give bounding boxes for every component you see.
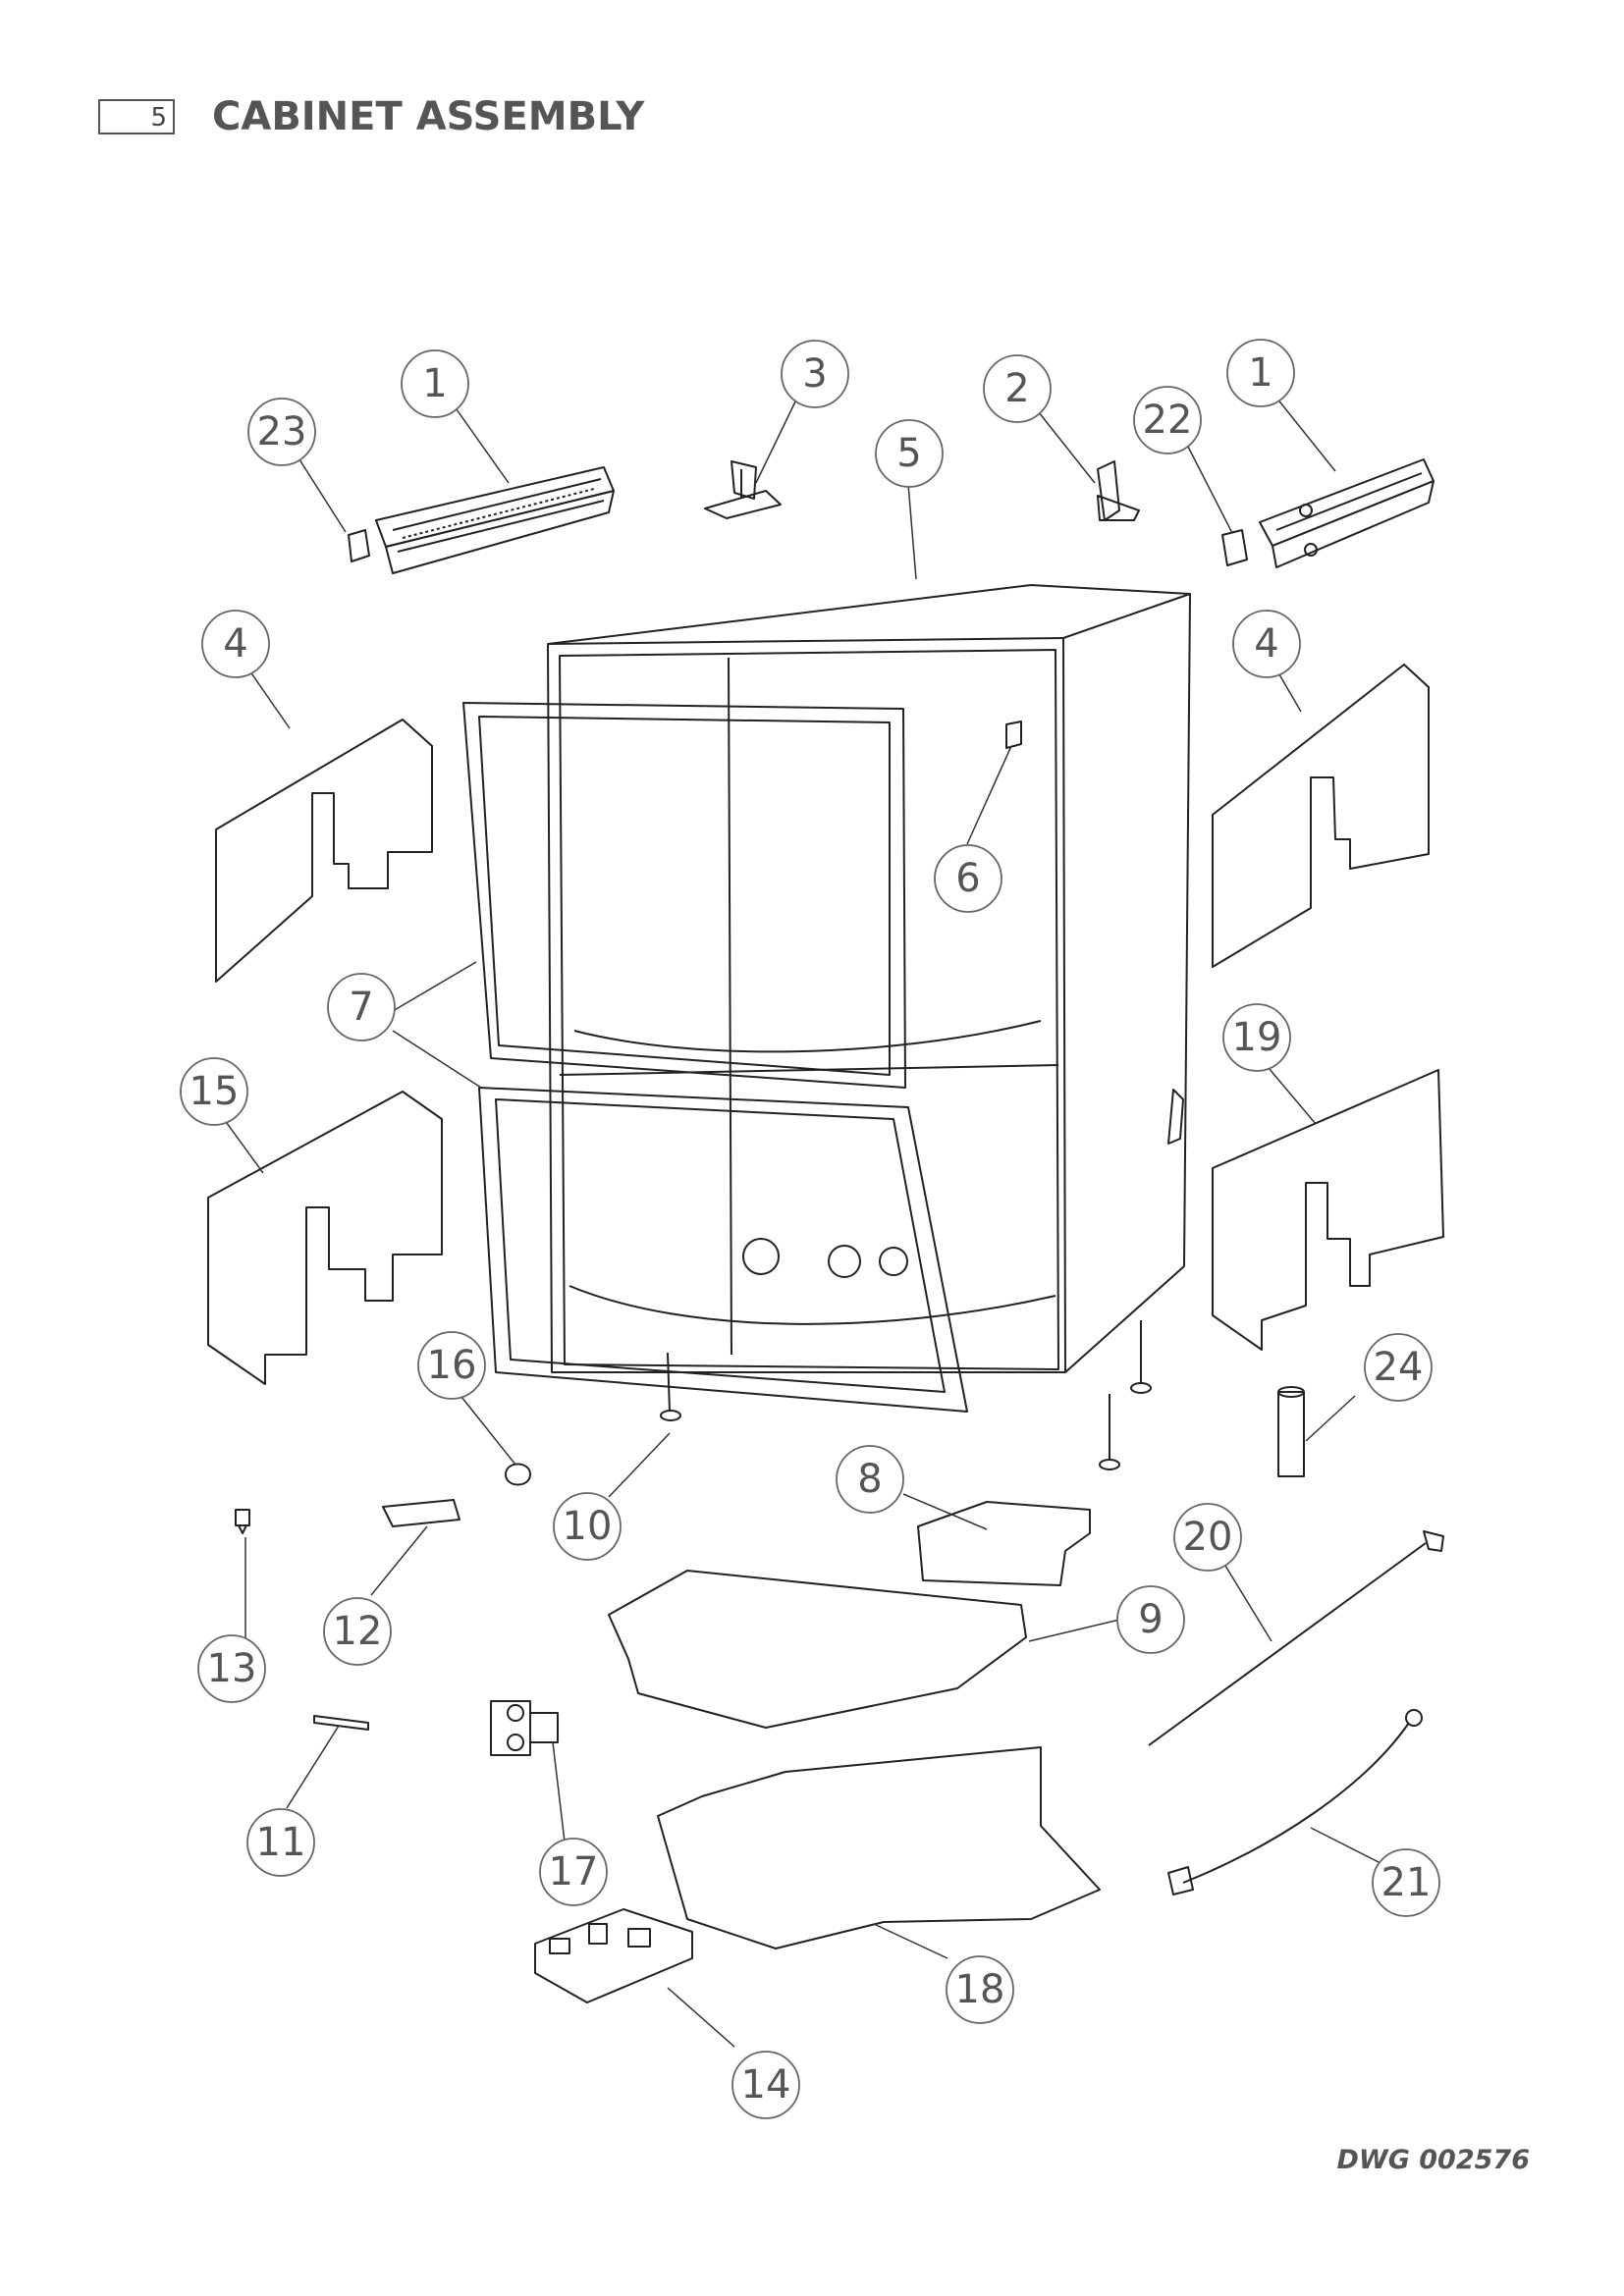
callout-19: 19 [1232, 1015, 1282, 1060]
callout-circle-16 [417, 1331, 486, 1400]
callout-circle-1a [401, 349, 469, 418]
callout-circle-17 [539, 1838, 608, 1906]
callout-3: 3 [802, 351, 827, 397]
callout-circle-3 [781, 340, 849, 408]
part-9-base-cover [608, 1570, 1027, 1729]
callout-7: 7 [349, 985, 373, 1030]
callout-circles [180, 339, 1440, 2119]
part-24-cylinder [1277, 1386, 1305, 1477]
callout-circle-23 [247, 398, 316, 466]
leader-lines [223, 397, 1385, 2048]
callout-circle-15 [180, 1057, 248, 1126]
callout-circle-2 [983, 354, 1052, 423]
part-15-left-side-panel [207, 1091, 443, 1385]
callout-12: 12 [333, 1609, 383, 1654]
callout-circle-14 [731, 2051, 800, 2119]
part-23-end-cap [348, 529, 370, 562]
part-2-hinge [1097, 460, 1140, 521]
callout-6: 6 [955, 856, 980, 901]
callout-9: 9 [1138, 1597, 1163, 1642]
part-13-fastener [235, 1509, 250, 1534]
callout-21: 21 [1381, 1860, 1432, 1905]
part-12-switch [382, 1499, 460, 1527]
part-1-right-runner [1259, 458, 1435, 568]
page-title: CABINET ASSEMBLY [212, 94, 645, 139]
callout-circle-10 [553, 1492, 622, 1561]
part-3-hinge [704, 460, 782, 519]
callout-11: 11 [256, 1820, 306, 1865]
part-19-right-side-panel [1212, 1069, 1444, 1351]
callout-circle-21 [1372, 1848, 1440, 1917]
part-1-left-runner [375, 466, 615, 574]
part-18-base [657, 1746, 1101, 1949]
part-20-power-cable [1148, 1530, 1444, 1746]
callout-circle-5 [875, 419, 944, 488]
callout-circle-8 [836, 1445, 904, 1514]
callout-5: 5 [896, 431, 921, 476]
callout-circle-18 [946, 1955, 1014, 2024]
page-number-box: 5 [98, 99, 175, 134]
part-16-clip [505, 1463, 531, 1486]
callout-circle-19 [1222, 1003, 1291, 1072]
part-11-sensor-bar [313, 1715, 369, 1731]
callout-23: 23 [257, 409, 307, 454]
callout-14: 14 [741, 2062, 791, 2108]
part-4-right-side-panel [1212, 664, 1430, 968]
callout-8: 8 [857, 1457, 882, 1502]
callout-circle-12 [323, 1597, 392, 1666]
callout-4-right: 4 [1254, 621, 1278, 667]
callout-circle-9 [1116, 1585, 1185, 1654]
part-7-front-frames [462, 702, 968, 1413]
part-8-bracket [917, 1501, 1091, 1586]
part-22-end-cap [1221, 529, 1248, 566]
callout-22: 22 [1143, 398, 1193, 443]
callout-circle-11 [246, 1808, 315, 1877]
callout-24: 24 [1374, 1345, 1424, 1390]
callout-circle-1b [1226, 339, 1295, 407]
callout-circle-24 [1364, 1333, 1433, 1402]
callout-circle-20 [1173, 1503, 1242, 1572]
part-10-feet [660, 1320, 1152, 1470]
callout-2: 2 [1004, 366, 1029, 411]
callout-4-left: 4 [223, 621, 247, 667]
callout-13: 13 [207, 1646, 257, 1691]
part-17-valve [490, 1700, 559, 1756]
part-4-left-side-panel [215, 719, 433, 983]
part-6-bracket [1005, 721, 1022, 749]
drawing-number: DWG 002576 [1336, 2145, 1530, 2175]
callout-circle-4a [201, 610, 270, 678]
page-number: 5 [150, 103, 167, 133]
callout-circle-22 [1133, 386, 1202, 454]
part-5-cabinet [547, 584, 1191, 1373]
callout-15: 15 [189, 1069, 240, 1114]
callout-18: 18 [955, 1967, 1005, 2012]
callout-10: 10 [563, 1504, 613, 1549]
part-21-hose [1167, 1709, 1423, 1896]
callout-circle-13 [197, 1634, 266, 1703]
callout-1-left: 1 [422, 361, 447, 406]
callout-1-right: 1 [1248, 350, 1272, 396]
callout-17: 17 [549, 1849, 599, 1895]
callout-16: 16 [427, 1343, 477, 1388]
callout-20: 20 [1183, 1515, 1233, 1560]
callout-circle-6 [934, 844, 1002, 913]
callout-circle-4b [1232, 610, 1301, 678]
part-14-control-board [534, 1908, 693, 2003]
callout-circle-7 [327, 973, 396, 1041]
